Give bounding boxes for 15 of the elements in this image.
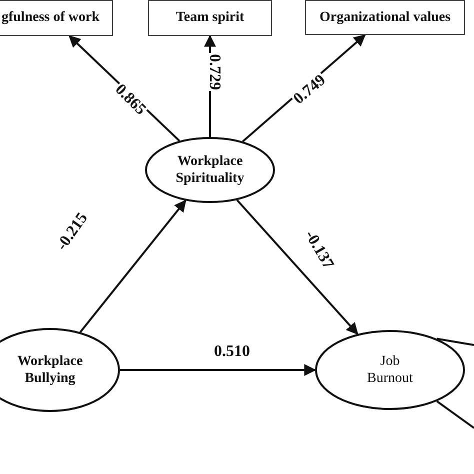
node-label: Workplace Bullying [16,352,84,388]
node-label: Team spirit [176,10,244,26]
node-label: Workplace Spirituality [174,152,246,188]
path-arrow [80,200,186,333]
node-label: gfulness of work [1,10,100,26]
indicator-box [305,0,465,35]
indicator-box [0,0,113,36]
variable-ellipse [315,330,465,410]
variable-ellipse [145,137,275,203]
node-label: Organizational values [319,10,451,26]
path-arrow [120,364,316,376]
path-coefficient: 0.729 [206,53,222,91]
node-label: Job Burnout [366,352,414,388]
path-arrow [236,199,358,335]
indicator-box [148,0,272,36]
